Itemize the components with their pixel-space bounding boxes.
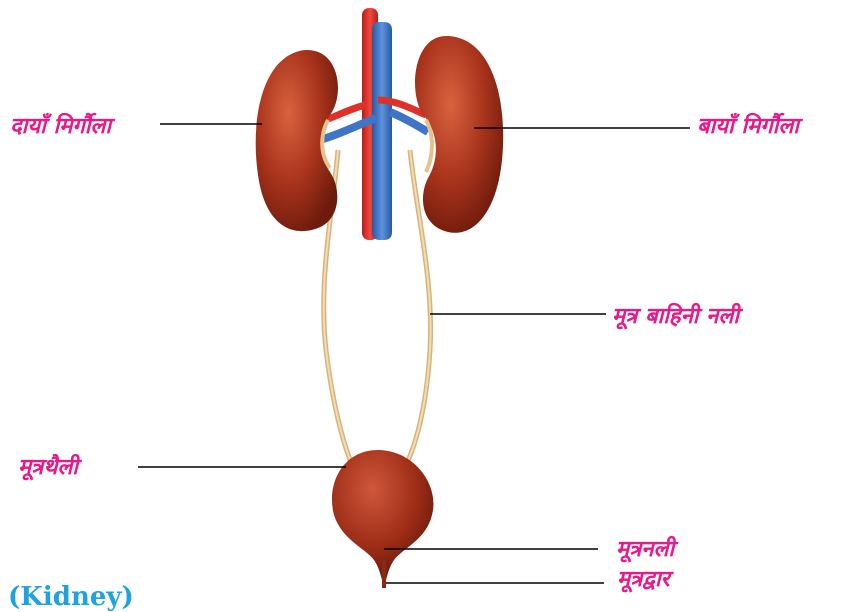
label-bladder: मूत्रथैली [18, 456, 78, 478]
label-urethral-opening: मूत्रद्वार [617, 568, 670, 590]
label-right-kidney: दायाँ मिर्गौला [10, 115, 111, 137]
vena-cava [372, 22, 392, 240]
label-left-kidney: बायाँ मिर्गौला [697, 115, 799, 137]
label-ureter: मूत्र बाहिनी नली [612, 305, 739, 327]
label-urethra: मूत्रनली [616, 538, 674, 560]
urethra [382, 560, 386, 588]
footer-caption: (Kidney) [8, 584, 134, 610]
left-kidney [415, 36, 503, 233]
